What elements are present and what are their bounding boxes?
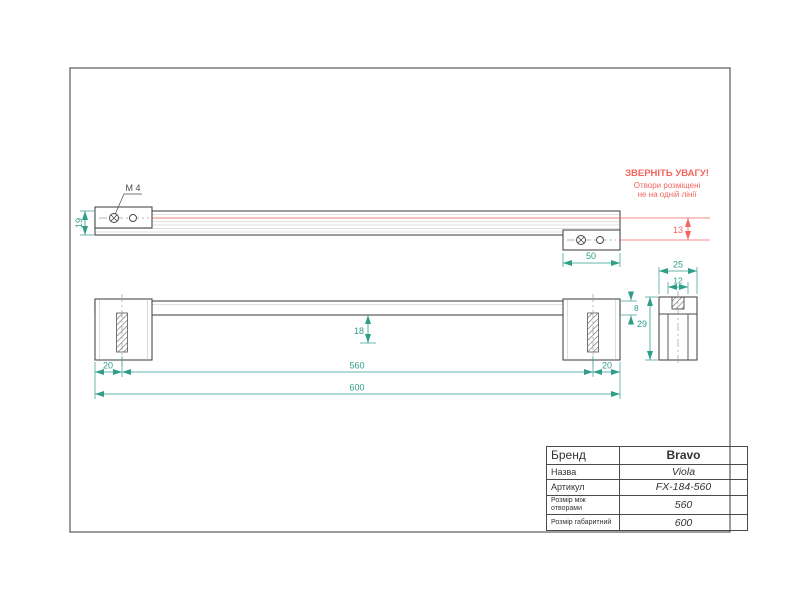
- title-block-row-article: Артикул FX-184-560: [546, 479, 748, 496]
- titleblock-value-article: FX-184-560: [619, 479, 748, 496]
- left-threaded-hole-hatch: [110, 214, 118, 222]
- left-plain-hole: [129, 214, 137, 222]
- titleblock-label-name: Назва: [546, 463, 620, 481]
- dim-end-hole-span: 50: [586, 251, 596, 261]
- warning-title: ЗВЕРНІТЬ УВАГУ!: [625, 168, 709, 179]
- titleblock-label-hole-spacing: Розмір між отворами: [546, 494, 620, 516]
- dim-bar-height: 19: [74, 218, 84, 228]
- dim-beam-thickness: 8: [634, 303, 639, 313]
- title-block-row-overall-size: Розмір габаритний 600: [546, 514, 748, 531]
- dim-left-offset: 20: [103, 361, 113, 371]
- title-block-table: Бренд Bravo Назва Viola Артикул FX-184-5…: [546, 446, 748, 531]
- dim-clearance: 18: [354, 326, 364, 336]
- title-block-row-hole-spacing: Розмір між отворами 560: [546, 494, 748, 516]
- titleblock-value-name: Viola: [619, 463, 748, 481]
- dim-overall-length: 600: [349, 383, 364, 393]
- dim-right-offset: 20: [602, 361, 612, 371]
- dim-side-stem: 12: [673, 276, 683, 286]
- warning-line-1: Отвори розміщені: [634, 181, 701, 190]
- top-view: M 4 19 50 13 ЗВЕРНІТЬ УВАГУ! Отвори розм…: [74, 168, 710, 267]
- titleblock-label-article: Артикул: [546, 479, 620, 496]
- handle-bar-top-view: [94, 210, 621, 236]
- dim-hole-spacing: 560: [349, 361, 364, 371]
- bar-profile-lines: [96, 214, 619, 233]
- thread-leader-line: [114, 193, 142, 215]
- dim-8-extensions: [621, 300, 637, 316]
- dim-foot-height: 29: [637, 319, 647, 329]
- titleblock-value-hole-spacing: 560: [619, 494, 748, 516]
- title-block-row-name: Назва Viola: [546, 463, 748, 481]
- drawing-border-frame: [69, 67, 731, 533]
- right-plain-hole: [596, 236, 604, 244]
- left-mounting-plate: [94, 206, 153, 229]
- titleblock-value-brand: Bravo: [619, 446, 748, 465]
- thread-label: M 4: [125, 183, 140, 193]
- warning-line-2: не на одній лінії: [638, 190, 698, 199]
- front-view: 18 8 29 20 560 20: [94, 291, 658, 399]
- titleblock-label-overall-size: Розмір габаритний: [546, 514, 620, 531]
- left-foot-inner-lines: [99, 300, 148, 359]
- dim-side-width: 25: [673, 260, 683, 270]
- right-mounting-plate: [562, 229, 621, 251]
- handle-beam-front-view: [94, 300, 621, 316]
- side-stem-lines: [667, 314, 689, 360]
- side-view: 25 12: [658, 260, 698, 366]
- titleblock-value-overall-size: 600: [619, 514, 748, 531]
- right-foot-inner-lines: [567, 300, 616, 359]
- dim-hole-offset: 13: [673, 225, 683, 235]
- right-threaded-hole-hatch: [577, 236, 585, 244]
- title-block-row-brand: Бренд Bravo: [546, 446, 748, 465]
- title-block: Бренд Bravo Назва Viola Артикул FX-184-5…: [546, 446, 748, 531]
- titleblock-label-brand: Бренд: [546, 446, 620, 465]
